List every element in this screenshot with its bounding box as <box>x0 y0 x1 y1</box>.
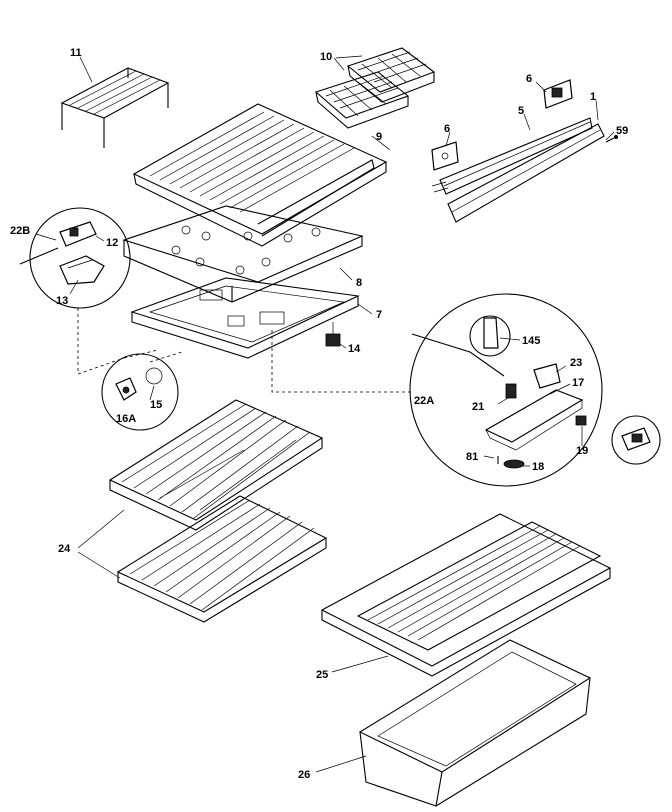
part-1-rail <box>447 123 605 223</box>
label-12: 12 <box>106 237 118 249</box>
part-10-ice-trays <box>314 47 436 129</box>
label-9: 9 <box>376 131 382 143</box>
label-19: 19 <box>576 445 588 457</box>
part-11-wire-rack <box>60 67 170 148</box>
part-19-socket <box>575 415 587 426</box>
leader-lines <box>35 55 615 773</box>
label-81: 81 <box>466 451 478 463</box>
label-7: 7 <box>376 309 382 321</box>
label-13: 13 <box>56 295 68 307</box>
label-5: 5 <box>518 105 524 117</box>
part-9-freezer-shelf <box>132 103 388 247</box>
label-25: 25 <box>316 669 328 681</box>
label-14: 14 <box>348 343 361 355</box>
label-22b: 22B <box>10 225 30 237</box>
part-14-switch <box>325 322 341 347</box>
label-16a: 16A <box>116 413 136 425</box>
part-6-clip-top <box>543 79 573 109</box>
dashed-leaders <box>77 308 414 393</box>
detail-circle-right <box>409 293 603 487</box>
label-21: 21 <box>472 401 484 413</box>
label-145: 145 <box>522 335 540 347</box>
label-22a: 22A <box>414 395 434 407</box>
label-18: 18 <box>532 461 544 473</box>
part-24-wire-shelf-upper <box>108 399 324 531</box>
label-15: 15 <box>150 399 162 411</box>
label-23: 23 <box>570 357 582 369</box>
part-8-evaporator-cover <box>122 205 364 303</box>
detail-circle-light <box>101 353 179 431</box>
label-8: 8 <box>356 277 362 289</box>
part-59-screw <box>605 135 618 143</box>
part-25-crisper-cover <box>320 513 612 677</box>
label-6-bracket: 6 <box>444 123 450 135</box>
label-17: 17 <box>572 377 584 389</box>
part-7-base-plate <box>130 277 360 359</box>
label-24: 24 <box>58 543 71 555</box>
label-6-top: 6 <box>526 73 532 85</box>
label-1: 1 <box>590 91 596 103</box>
part-6-bracket <box>431 141 459 193</box>
label-59: 59 <box>616 125 628 137</box>
part-24-wire-shelf-lower <box>116 495 328 623</box>
label-26: 26 <box>298 769 310 781</box>
label-11: 11 <box>70 47 82 59</box>
detail-circle-left <box>19 207 131 309</box>
part-26-crisper-pan <box>358 639 592 807</box>
label-10: 10 <box>320 51 332 63</box>
detail-circle-socket <box>611 415 661 465</box>
callout-labels: 11 10 6 1 5 59 6 9 22B 12 13 8 7 14 145 … <box>10 47 628 781</box>
